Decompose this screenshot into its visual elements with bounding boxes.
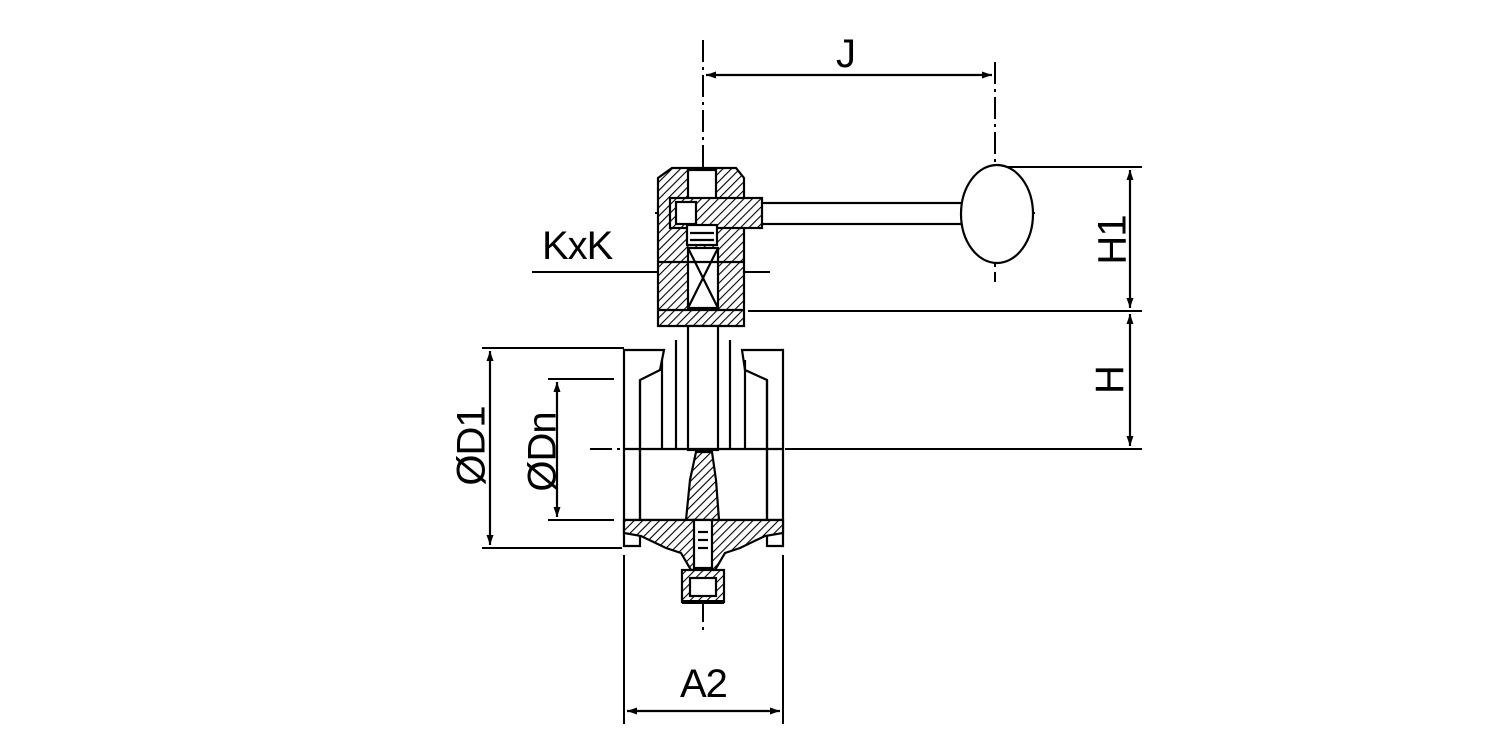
dimension-label-KxK: KxK [542,224,613,268]
dimension-label-Dn: ØDn [520,412,565,492]
dimension-label-J: J [836,32,856,76]
handle-grip [959,163,1035,265]
actuator-head [656,166,764,328]
handle [743,163,1035,265]
disc-section [622,450,785,604]
dimension-label-D1: ØD1 [449,406,494,486]
dimension-lines [486,71,1134,715]
stem [686,324,720,452]
valve-body [622,324,785,548]
dimension-label-A2: A2 [680,662,728,706]
dimension-label-H: H [1087,366,1132,394]
dimension-label-H1: H1 [1090,215,1135,265]
